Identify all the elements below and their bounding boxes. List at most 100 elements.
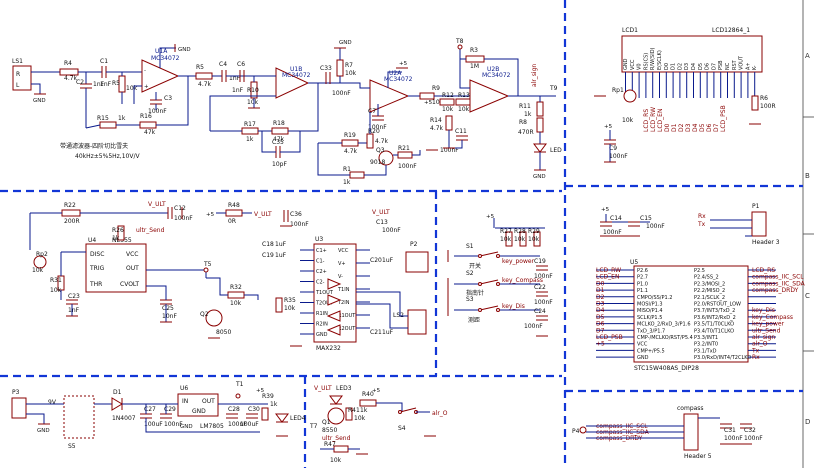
lcd-pin-5: E(SCLK) — [657, 50, 663, 70]
mcu-lpin-3: P1.1 — [637, 288, 648, 294]
c30-value: 100uF — [240, 421, 259, 428]
mcu-rnet-10: alr_sign — [752, 334, 775, 341]
mcu-lpin-10: CMP-/MCLKO/RST/P5.4 — [637, 335, 693, 341]
c35-ref: C35 — [272, 139, 284, 146]
r40-resistor — [359, 399, 377, 407]
c32-ref: C32 — [744, 427, 756, 434]
svg-text:+5: +5 — [424, 100, 433, 106]
mcu-rnet-9: ultr_Send — [752, 327, 781, 334]
r27-value: 10k — [500, 236, 512, 243]
r20-ref: R20 — [368, 128, 380, 135]
led-diode — [533, 143, 547, 153]
lcd-pin-3: RS(CS) — [643, 53, 649, 70]
c11-ref: C11 — [455, 128, 467, 135]
lcd-net-2: LCD_EN — [657, 109, 664, 132]
c33-value: 100nF — [332, 90, 351, 97]
lcd-pin-1: VCC — [630, 59, 636, 70]
c30-ref: C30 — [248, 406, 260, 413]
led3-ref: LED3 — [336, 385, 352, 392]
c27-value: 100uF — [144, 421, 163, 428]
u5-ref: U5 — [630, 259, 638, 266]
u4-pin-disc: DISC — [90, 251, 104, 258]
p4-ref: P4 — [572, 428, 580, 435]
c14-ref: C14 — [610, 215, 622, 222]
c27-ref: C27 — [144, 406, 156, 413]
led4-diode — [275, 413, 289, 423]
u6-pin-gnd: GND — [192, 408, 206, 415]
p1-value: Header 3 — [752, 239, 780, 246]
max232-rpin-2: V- — [338, 274, 343, 280]
r5-ref: R5 — [112, 80, 120, 87]
t1-label: T1 — [235, 381, 244, 388]
r3-resistor — [465, 55, 485, 63]
s1-ref: S1 — [466, 243, 474, 250]
s4-ref: S4 — [398, 425, 406, 432]
svg-text:-: - — [144, 68, 146, 74]
c21-value: 1uF — [382, 329, 394, 336]
u3-ref: U3 — [315, 236, 323, 243]
u6-ref: U6 — [180, 385, 188, 392]
mcu-rpin-6: P3.7/INT3/TxD_2 — [694, 308, 735, 314]
r31-value: 10k — [50, 287, 62, 294]
r26-value: 1k — [112, 235, 120, 242]
c25-ref: C25 — [162, 305, 174, 312]
lcd-pin-4: R/W(SID) — [650, 47, 656, 70]
mcu-lpin-11: VCC — [637, 342, 648, 348]
u1a-part: MC34072 — [151, 55, 180, 62]
r11-value: 1k — [524, 111, 532, 118]
c12-ref: C12 — [174, 205, 186, 212]
lcd-pin-18: A+ — [745, 62, 751, 70]
r14-value: 4.7k — [430, 125, 444, 132]
p3-value: 9V — [48, 399, 57, 406]
r21-resistor — [397, 151, 413, 159]
r22-value: 200R — [64, 218, 80, 225]
r29-ref: R29 — [528, 228, 540, 235]
mcu-rpin-0: P2.5 — [694, 268, 705, 274]
tx-v-ult-3: V_ULT — [372, 209, 390, 216]
c9-value: 100nF — [609, 153, 628, 160]
mcu-rpin-2: P2.3/MOSI_2 — [694, 281, 725, 287]
mcu-lpin-4: CMPO/SS/P1.2 — [637, 295, 672, 301]
tx-v-ult-2: V_ULT — [254, 211, 272, 218]
c22-value: 100nF — [534, 299, 553, 306]
lcd12864-module — [621, 35, 763, 73]
r10-value: 10k — [247, 99, 259, 106]
p1-net-tx: Tx — [697, 221, 706, 228]
max232-lpin-1: C1- — [316, 259, 325, 265]
lcd-part: LCD12864_1 — [712, 27, 750, 34]
r17-ref: R17 — [244, 121, 256, 128]
r39-value: 1k — [270, 401, 278, 408]
r28-resistor — [519, 231, 527, 247]
mcu-rnet-0: LCD_RS — [752, 267, 775, 274]
c31-value: 100nF — [724, 435, 743, 442]
s3-ref: S3 — [466, 296, 474, 303]
mcu-lpin-9: TxD_3/P1.7 — [636, 328, 665, 334]
ls1-ref: LS1 — [12, 58, 23, 65]
u1b-part: MC34072 — [282, 72, 311, 79]
zone-label-c: C — [805, 292, 810, 300]
r10-ref: R10 — [247, 87, 259, 94]
mcu-left-pins: P2.6P2.7P1.0P1.1CMPO/SS/P1.2MOSI/P1.3MIS… — [596, 268, 693, 361]
r6-resistor — [751, 95, 759, 111]
rp2-potentiometer — [33, 255, 47, 269]
u1a-ref: U1A — [155, 48, 168, 55]
zone-label-b: B — [805, 172, 810, 180]
c4-value: 1nF — [229, 75, 241, 82]
r5b-ref: R5 — [196, 64, 204, 71]
c15-value: 100nF — [646, 223, 665, 230]
c2-value: 1nF — [93, 81, 105, 88]
c36-ref: C36 — [290, 211, 302, 218]
s2-ref: S2 — [466, 270, 474, 277]
c1-value: 1nF — [100, 81, 112, 88]
r20-value: 4.7k — [375, 138, 389, 145]
q3-ref: Q3 — [376, 147, 385, 154]
lcd-net-4: D1 — [671, 123, 678, 132]
key-dis-net: key_Dis — [502, 303, 525, 310]
mcu-rpin-1: P2.4/SS_2 — [694, 275, 719, 281]
r18-resistor — [271, 127, 289, 135]
r13-resistor — [455, 98, 471, 106]
lcd-net-3: D0 — [664, 123, 671, 132]
mcu-right-nets: LCD_RScompass_IIC_SCLcompass_IIC_SDAcomp… — [751, 267, 806, 361]
